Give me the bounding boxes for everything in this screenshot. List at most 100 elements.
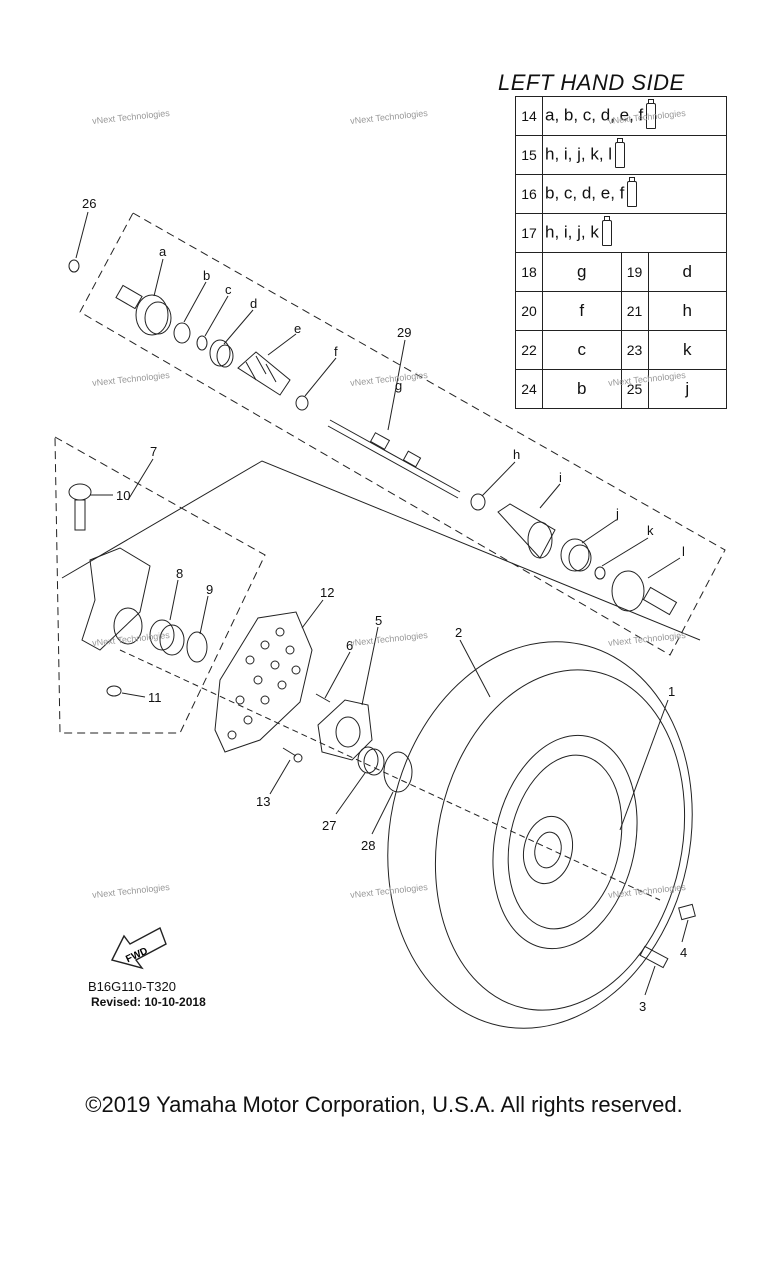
label-9: 9 <box>206 582 213 597</box>
ref-num: 17 <box>515 213 543 253</box>
label-a: a <box>159 244 167 259</box>
ref-row: 22 c 23 k <box>515 330 727 370</box>
shaft-g <box>327 419 461 499</box>
ref-num: 25 <box>620 369 649 409</box>
ref-letter: k <box>647 330 727 370</box>
label-29: 29 <box>397 325 411 340</box>
ref-letters: a, b, c, d, e, f <box>542 96 727 136</box>
leader-lines <box>75 211 689 996</box>
label-4: 4 <box>680 945 687 960</box>
ref-num: 14 <box>515 96 543 136</box>
circlip-k <box>594 566 606 580</box>
clip-c <box>196 335 208 351</box>
clamp-d <box>209 339 234 368</box>
ref-row: 24 b 25 j <box>515 369 727 409</box>
label-27: 27 <box>322 818 336 833</box>
assembly-plane <box>61 460 701 641</box>
ref-num: 16 <box>515 174 543 214</box>
label-12: 12 <box>320 585 334 600</box>
label-d: d <box>250 296 257 311</box>
cv-joint-l <box>611 570 678 616</box>
grease-tube-icon <box>601 216 612 246</box>
label-13: 13 <box>256 794 270 809</box>
ref-row: 20 f 21 h <box>515 291 727 331</box>
label-28: 28 <box>361 838 375 853</box>
ref-letter: f <box>542 291 622 331</box>
ref-row: 18 g 19 d <box>515 252 727 292</box>
circlip-26 <box>68 259 80 273</box>
label-j: j <box>615 506 619 521</box>
ref-num: 15 <box>515 135 543 175</box>
circlip-11 <box>106 685 122 697</box>
driveshaft-group-outline <box>79 212 726 656</box>
clamp-f <box>295 395 309 411</box>
side-title: LEFT HAND SIDE <box>498 70 685 95</box>
reference-table: 14 a, b, c, d, e, f 15 h, i, j, k, l 16 … <box>515 96 727 409</box>
ref-num: 19 <box>620 252 649 292</box>
ref-row: 14 a, b, c, d, e, f <box>515 96 727 136</box>
ref-letter: c <box>542 330 622 370</box>
ref-letters: b, c, d, e, f <box>542 174 727 214</box>
axis-line <box>119 649 661 901</box>
ref-num: 18 <box>515 252 543 292</box>
ring-b <box>173 322 191 344</box>
label-i: i <box>559 470 562 485</box>
label-k: k <box>647 523 654 538</box>
label-2: 2 <box>455 625 462 640</box>
brake-disc-12 <box>214 611 313 753</box>
ref-row: 15 h, i, j, k, l <box>515 135 727 175</box>
label-7: 7 <box>150 444 157 459</box>
label-10: 10 <box>116 488 130 503</box>
wheel-1 <box>492 734 638 950</box>
clamp-h <box>470 493 486 511</box>
ref-num: 23 <box>620 330 649 370</box>
knuckle-group-outline <box>54 436 266 734</box>
knuckle-7 <box>81 547 151 651</box>
cv-joint-a <box>115 284 172 336</box>
cap-28 <box>383 751 413 793</box>
collar-27 <box>357 746 385 776</box>
grease-tube-icon <box>627 177 638 207</box>
grease-tube-icon <box>615 138 626 168</box>
label-h: h <box>513 447 520 462</box>
ref-row: 16 b, c, d, e, f <box>515 174 727 214</box>
bearing-8 <box>149 619 185 656</box>
ref-row: 17 h, i, j, k <box>515 213 727 253</box>
ref-letters: h, i, j, k, l <box>542 135 727 175</box>
ref-letter: h <box>647 291 727 331</box>
fwd-arrow-icon <box>110 927 167 970</box>
boot-i <box>497 503 556 559</box>
ball-joint-10 <box>68 483 92 531</box>
nut-4 <box>678 903 696 921</box>
label-b: b <box>203 268 210 283</box>
ref-num: 20 <box>515 291 543 331</box>
tire-2 <box>387 641 693 1029</box>
label-11: 11 <box>148 690 162 705</box>
label-f: f <box>334 344 338 359</box>
ref-num: 24 <box>515 369 543 409</box>
label-6: 6 <box>346 638 353 653</box>
clamp-j <box>560 538 592 572</box>
grease-tube-icon <box>646 99 657 129</box>
label-c: c <box>225 282 232 297</box>
revised-date: Revised: 10-10-2018 <box>91 995 206 1009</box>
bolt-6 <box>315 693 331 703</box>
ref-letters: h, i, j, k <box>542 213 727 253</box>
ref-num: 22 <box>515 330 543 370</box>
label-3: 3 <box>639 999 646 1014</box>
ref-letter: b <box>542 369 622 409</box>
bolt-13 <box>282 747 303 763</box>
label-l: l <box>682 544 685 559</box>
label-8: 8 <box>176 566 183 581</box>
ref-letter: g <box>542 252 622 292</box>
label-26: 26 <box>82 196 96 211</box>
circlip-9 <box>186 631 208 663</box>
boot-e <box>237 351 291 396</box>
label-e: e <box>294 321 301 336</box>
stud-3 <box>639 945 669 969</box>
ref-letter: d <box>647 252 727 292</box>
label-5: 5 <box>375 613 382 628</box>
ref-num: 21 <box>620 291 649 331</box>
copyright-notice: ©2019 Yamaha Motor Corporation, U.S.A. A… <box>85 1092 683 1117</box>
